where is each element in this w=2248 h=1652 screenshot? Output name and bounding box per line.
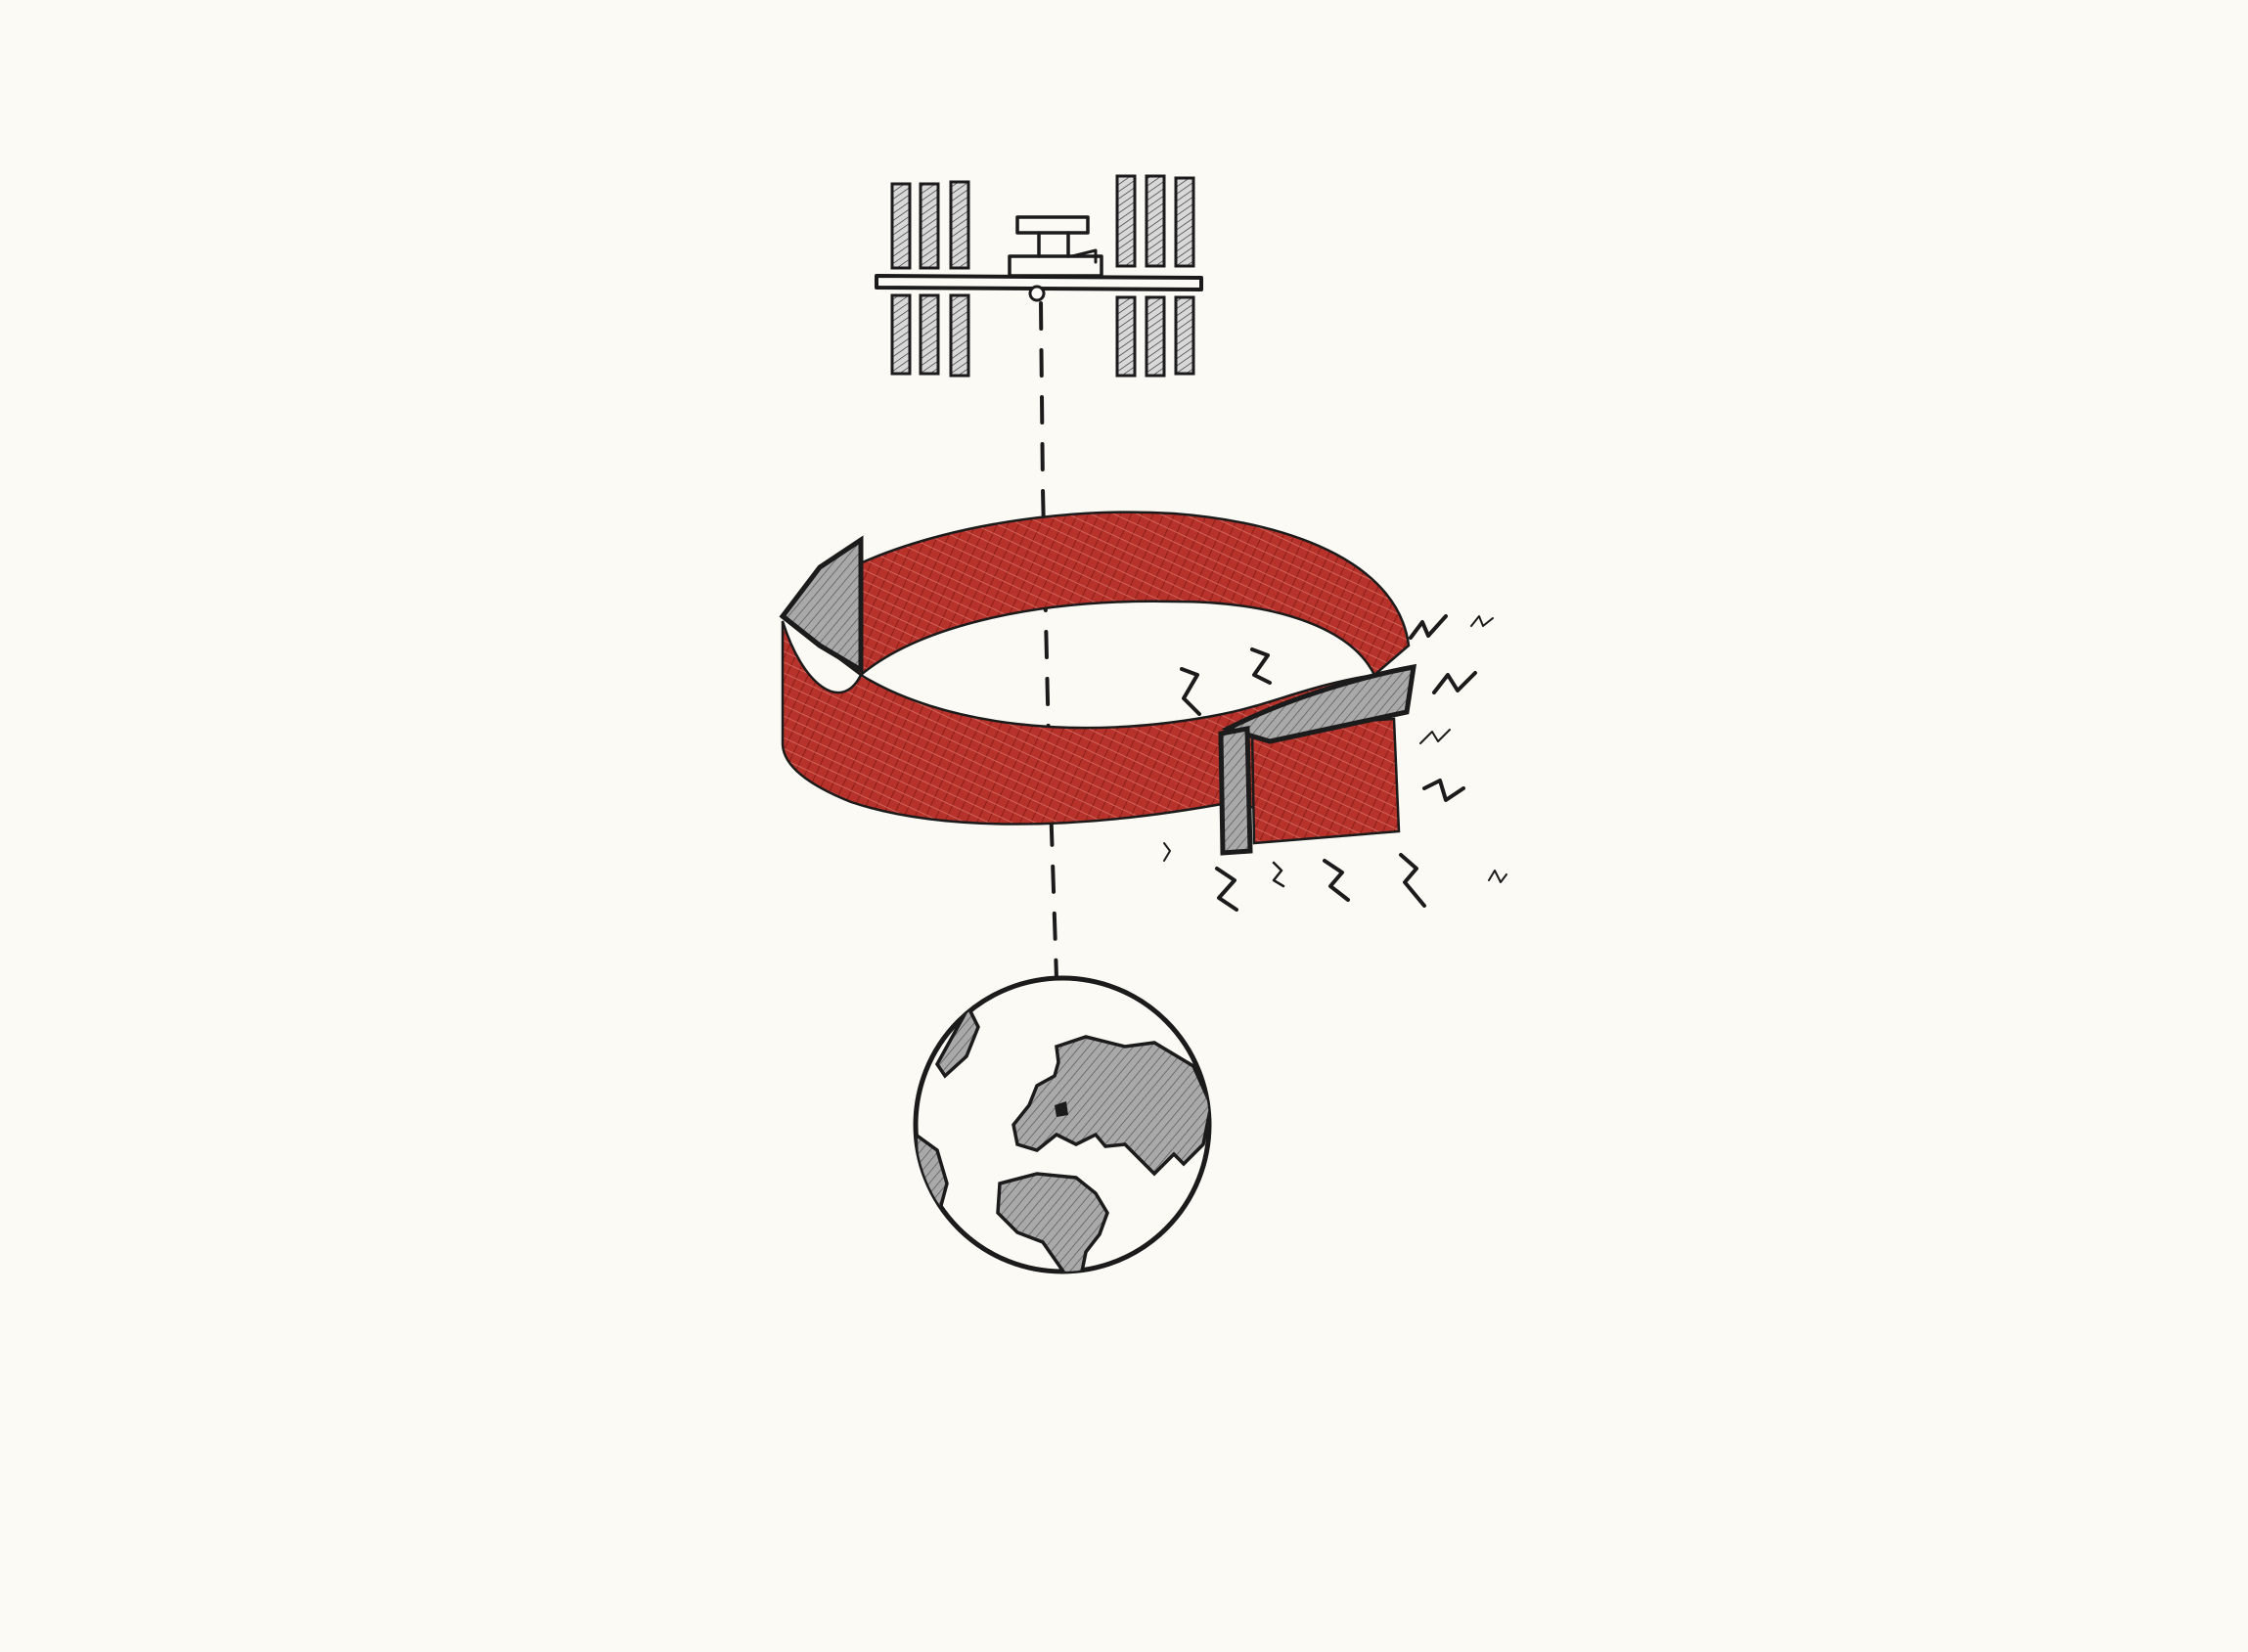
solar-panel-right-lower [1117, 297, 1193, 376]
solar-panel-right-upper [1117, 176, 1193, 266]
dashed-link-line [1041, 303, 1062, 1066]
elastic-band-icon [783, 513, 1414, 853]
solar-panel-left-upper [892, 182, 968, 268]
space-station-icon [877, 176, 1201, 376]
earth-globe-icon [916, 978, 1211, 1281]
solar-panel-left-lower [892, 295, 968, 376]
